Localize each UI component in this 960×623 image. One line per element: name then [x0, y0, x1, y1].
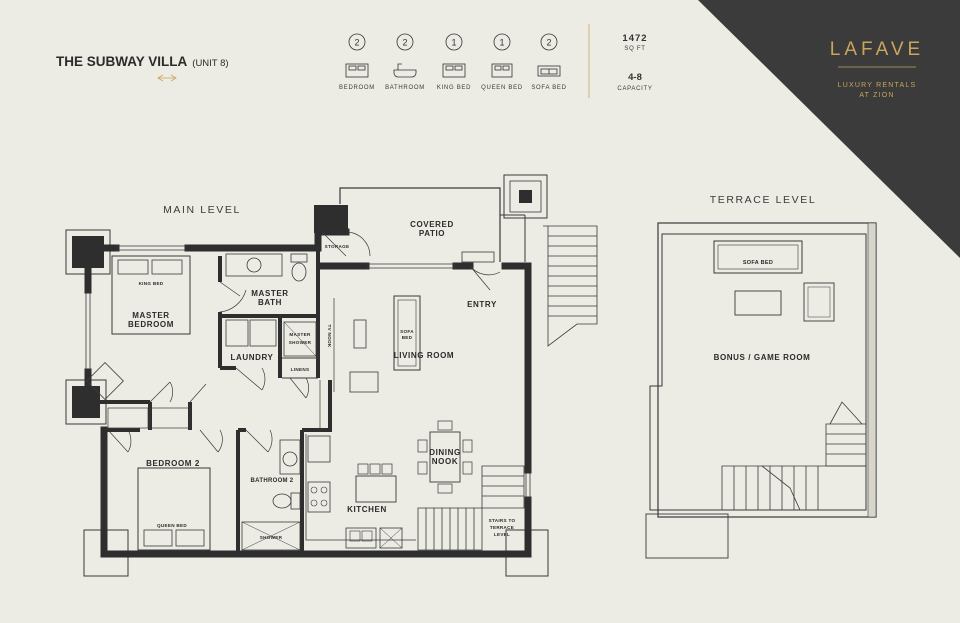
range-cooktop	[307, 481, 331, 513]
living-armchair	[349, 371, 379, 393]
sqft-label: SQ FT	[624, 46, 645, 52]
terrace-sofa-bed-label: SOFA BED	[743, 260, 773, 266]
amenity-sofa-bed: 2 SOFA BED	[531, 33, 566, 91]
room-label-living-room: LIVING ROOM	[394, 351, 454, 360]
room-label-master-bedroom-1: MASTER	[132, 311, 169, 320]
door-swings	[107, 231, 501, 453]
master-vanity	[225, 253, 283, 277]
armchair	[86, 362, 124, 400]
svg-text:1: 1	[499, 38, 504, 48]
room-label-master-bedroom-2: BEDROOM	[128, 320, 174, 329]
room-label-dining-nook-2: NOOK	[432, 457, 458, 466]
svg-text:2: 2	[354, 38, 359, 48]
main-level-plan: COVERED PATIO STORAGE KING BED MASTER BE…	[65, 174, 598, 577]
room-label-dining-nook-1: DINING	[429, 448, 461, 457]
room-label-master-shower-2: SHOWER	[289, 340, 312, 345]
svg-text:QUEEN BED: QUEEN BED	[481, 85, 523, 91]
kitchen-sink	[345, 527, 377, 549]
bed-label-queen: QUEEN BED	[157, 523, 187, 528]
room-label-stairs-2: TERRACE	[490, 525, 514, 530]
patio-column	[503, 174, 548, 219]
room-label-covered-patio-2: PATIO	[419, 229, 445, 238]
room-label-master-bath-2: BATH	[258, 298, 282, 307]
brand-tagline-1: LUXURY RENTALS	[838, 82, 917, 89]
room-label-kitchen: KITCHEN	[347, 505, 387, 514]
room-label-laundry: LAUNDRY	[230, 353, 273, 362]
sqft-value: 1472	[622, 33, 647, 44]
king-bed	[111, 255, 191, 335]
bathroom-2-shower	[241, 521, 301, 551]
terrace-coffee-table	[734, 290, 782, 316]
master-shower	[283, 321, 317, 357]
king-bed-icon	[442, 63, 466, 78]
bed-icon	[345, 63, 369, 78]
washer	[225, 319, 249, 347]
room-label-stairs-1: STAIRS TO	[489, 518, 516, 523]
bed-label-king: KING BED	[139, 281, 164, 286]
terrace-armchair	[803, 282, 835, 322]
terrace-parapet	[867, 222, 877, 518]
room-label-master-shower-1: MASTER	[289, 332, 311, 337]
room-label-storage: STORAGE	[325, 244, 350, 249]
capacity-value: 4-8	[628, 72, 642, 83]
room-label-entry: ENTRY	[467, 300, 497, 309]
dining-table	[429, 431, 461, 483]
sofa-bed	[393, 295, 421, 371]
svg-text:1: 1	[451, 38, 456, 48]
svg-text:SOFA BED: SOFA BED	[531, 85, 566, 91]
room-label-bedroom-2: BEDROOM 2	[146, 459, 200, 468]
amenity-king-bed: 1 KING BED	[437, 33, 471, 91]
bathroom-2-toilet	[272, 493, 292, 509]
main-level-title: MAIN LEVEL	[163, 204, 241, 216]
brand-logo: LAFAVE	[830, 39, 924, 60]
dryer	[249, 319, 277, 347]
coffee-table	[353, 319, 367, 349]
kitchen-counter	[305, 434, 416, 541]
amenity-queen-bed: 1 QUEEN BED	[481, 33, 523, 91]
sofa-bed-label-1: SOFA	[400, 329, 414, 334]
queen-bed-icon	[491, 63, 513, 78]
sofa-icon	[537, 65, 561, 77]
room-label-bonus-game-room: BONUS / GAME ROOM	[714, 353, 811, 362]
amenity-bedroom: 2 BEDROOM	[339, 33, 375, 91]
room-label-covered-patio-1: COVERED	[410, 220, 454, 229]
terrace-level-title: TERRACE LEVEL	[710, 194, 817, 206]
brand-tagline-2: AT ZION	[859, 92, 894, 99]
refrigerator	[307, 435, 331, 463]
room-label-shower: SHOWER	[260, 535, 283, 540]
terrace-sofa-bed	[713, 240, 803, 274]
capacity-label: CAPACITY	[617, 86, 652, 92]
svg-text:BATHROOM: BATHROOM	[385, 85, 425, 91]
amenity-bathroom: 2 BATHROOM	[385, 33, 425, 91]
exterior-stairs	[543, 225, 598, 347]
queen-bed	[137, 467, 211, 551]
room-label-linens: LINENS	[291, 367, 310, 372]
brand-corner-triangle	[698, 0, 960, 258]
master-toilet	[291, 262, 307, 282]
room-label-stairs-3: LEVEL	[494, 532, 510, 537]
svg-text:2: 2	[546, 38, 551, 48]
svg-text:BEDROOM: BEDROOM	[339, 85, 375, 91]
bathtub-icon	[393, 63, 417, 78]
sofa-bed-label-2: BED	[402, 335, 413, 340]
svg-text:2: 2	[402, 38, 407, 48]
title-ornament	[157, 74, 177, 82]
terrace-level-plan: SOFA BED BONUS / GAME ROOM	[645, 222, 877, 559]
interior-stairs	[417, 465, 525, 551]
terrace-landing	[645, 513, 729, 559]
page-title: THE SUBWAY VILLA(UNIT 8)	[56, 54, 229, 69]
dishwasher	[379, 527, 403, 549]
exterior-walls	[84, 228, 532, 558]
covered-patio-outline	[339, 187, 501, 262]
terrace-stairs	[721, 401, 867, 511]
room-label-master-bath-1: MASTER	[251, 289, 288, 298]
interior-walls	[88, 248, 332, 554]
svg-text:KING BED: KING BED	[437, 85, 471, 91]
room-label-tv-nook: TV NOOK	[327, 324, 332, 347]
room-label-bathroom-2: BATHROOM 2	[251, 478, 294, 484]
kitchen-island	[355, 475, 397, 503]
